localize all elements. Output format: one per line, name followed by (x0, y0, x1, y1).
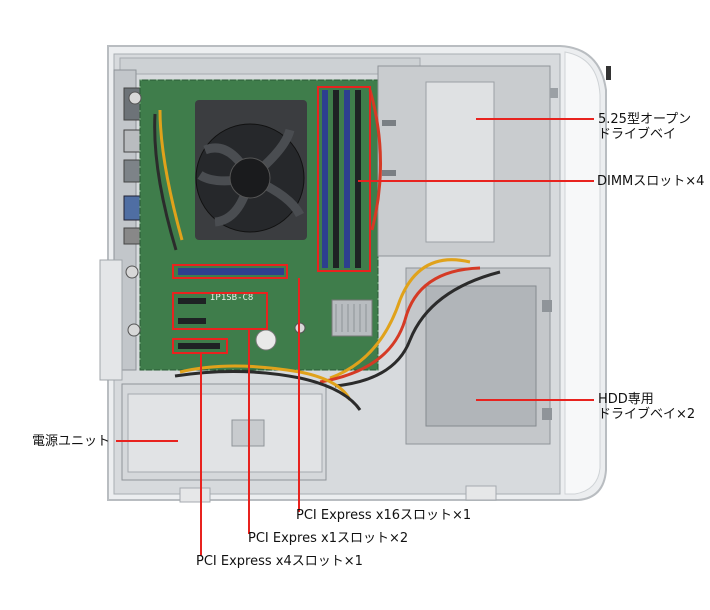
hdd-label: HDD専用 ドライブベイ×2 (598, 392, 696, 422)
psu-label: 電源ユニット (32, 434, 111, 449)
pcie16-label: PCI Express x16スロット×1 (296, 508, 472, 523)
dimm-label: DIMMスロット×4 (597, 174, 705, 189)
drive-bay-525 (377, 65, 558, 257)
pcie16-leader (298, 278, 300, 512)
chipset-heatsink (331, 299, 373, 337)
dimm-slots (322, 90, 361, 268)
cpu-cooler (195, 100, 307, 240)
psu-leader (116, 440, 178, 442)
pcie1-leader (248, 330, 250, 534)
board-marking: IP1SB-C8 (210, 293, 253, 303)
pcie16-highlight (172, 264, 288, 279)
pcie4-label: PCI Express x4スロット×1 (196, 554, 363, 569)
dimm-highlight (317, 86, 371, 272)
pcie1-label: PCI Expres x1スロット×2 (248, 531, 409, 546)
dimm-leader (358, 180, 594, 182)
hdd-leader (476, 399, 594, 401)
expansion-bracket (99, 259, 123, 381)
top-rail (119, 57, 421, 75)
drive525-leader (476, 118, 594, 120)
drive525-label: 5.25型オープン ドライブベイ (598, 112, 692, 142)
front-foot (179, 487, 211, 503)
rear-foot (465, 485, 497, 501)
pcie4-highlight (172, 338, 228, 354)
cable-bundle (153, 89, 501, 411)
pcie4-leader (200, 354, 202, 556)
cmos-battery (255, 329, 277, 351)
drive-bay-hdd (405, 267, 552, 445)
pcie1-highlight (172, 292, 268, 330)
pcie-slots (178, 268, 284, 349)
power-supply (121, 383, 327, 481)
